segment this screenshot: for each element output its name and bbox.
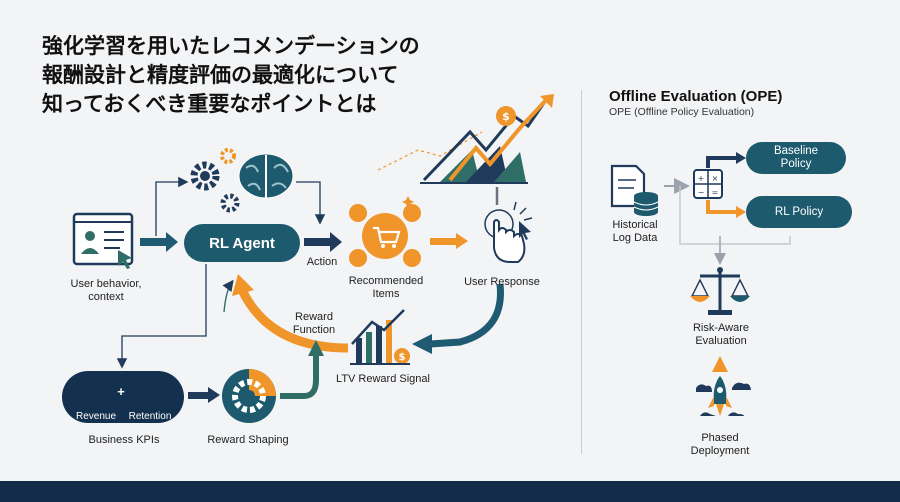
shopping-cart-icon (349, 196, 421, 267)
arrow-reward-to-agent (237, 287, 349, 353)
title-line-3: 知っておくべき重要なポイントとは (42, 92, 377, 116)
svg-text:=: = (712, 188, 719, 197)
risk-aware-label: Risk-Aware Evaluation (692, 322, 750, 347)
rl-agent-label: RL Agent (209, 234, 275, 252)
rl-agent-node: RL Agent (184, 224, 300, 262)
svg-text:−: − (698, 188, 705, 197)
user-profile-icon (72, 212, 134, 269)
section-divider (581, 90, 582, 454)
ope-subtitle: OPE (Offline Policy Evaluation) (609, 106, 755, 118)
connector-user-to-brain (155, 176, 189, 236)
user-response-label: User Response (464, 276, 540, 288)
connector-agent-to-kpis (116, 264, 207, 369)
ltv-reward-signal-label: LTV Reward Signal (336, 373, 430, 385)
retention-label: Retention (128, 411, 172, 422)
rl-policy-pill: RL Policy (746, 196, 852, 228)
footer-bar (0, 481, 900, 502)
arrow-items-to-response (430, 233, 468, 249)
recommended-items-label: Recommended Items (348, 275, 424, 300)
connector-brain-to-action (296, 181, 326, 225)
historical-log-label: Historical Log Data (612, 219, 658, 244)
document-database-icon (610, 164, 659, 216)
svg-text:$: $ (399, 352, 406, 363)
svg-text:$: $ (502, 110, 510, 123)
baseline-policy-pill: Baseline Policy (746, 142, 846, 174)
svg-text:×: × (712, 174, 719, 183)
svg-text:+: + (698, 174, 705, 183)
revenue-label: Revenue (75, 411, 117, 422)
page-title: 強化学習を用いたレコメンデーションの 報酬設計と精度評価の最適化について 知って… (42, 32, 512, 119)
title-line-2: 報酬設計と精度評価の最適化について (42, 63, 399, 87)
reward-shaping-gear-icon (222, 369, 276, 423)
arrow-user-to-agent (140, 232, 178, 252)
arrow-shaping-to-reward (280, 352, 319, 399)
title-line-1: 強化学習を用いたレコメンデーションの (42, 34, 420, 58)
reward-shaping-label: Reward Shaping (207, 434, 289, 446)
brain-icon (238, 153, 294, 199)
arrow-response-to-ltv (429, 283, 504, 348)
reward-function-label: Reward Function (292, 311, 336, 336)
calculator-icon: + × − = (693, 169, 723, 199)
business-kpis-pill (62, 371, 184, 423)
growth-chart-icon: $ (377, 94, 554, 205)
gears-icon (190, 148, 240, 213)
hand-pointer-icon (484, 201, 533, 263)
plus-sign: + (117, 384, 125, 399)
user-context-label: User behavior, context (70, 278, 142, 303)
business-kpis-label: Business KPIs (88, 434, 160, 446)
phased-deployment-label: Phased Deployment (690, 432, 750, 457)
ope-title: Offline Evaluation (OPE) (609, 88, 783, 105)
ltv-chart-icon: $ (350, 309, 410, 365)
balance-scale-icon (690, 267, 750, 315)
rocket-icon (696, 376, 751, 416)
arrow-kpi-to-shaping (188, 387, 220, 403)
arrow-agent-to-items (304, 232, 342, 252)
action-label: Action (306, 256, 338, 268)
